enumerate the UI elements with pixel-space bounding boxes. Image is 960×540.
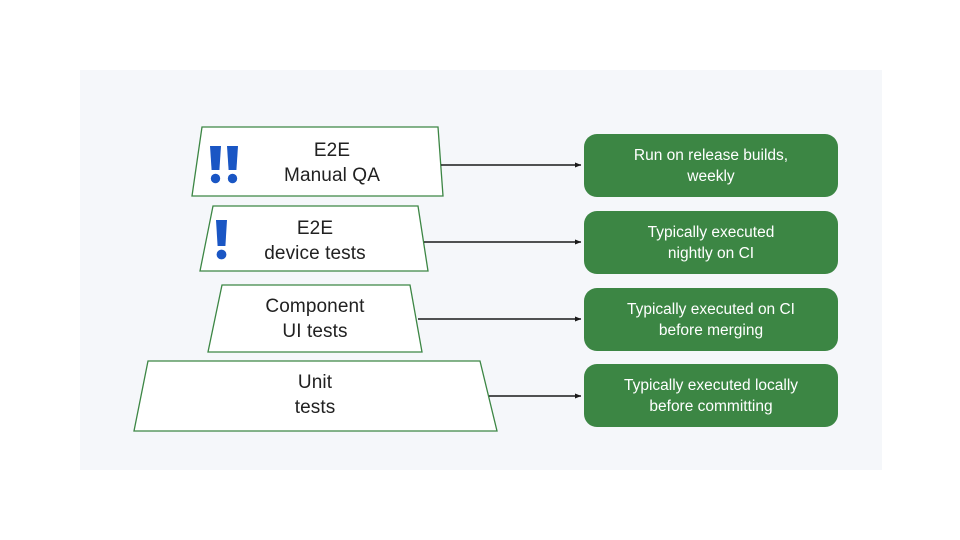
exclamation-icon <box>216 220 227 260</box>
callout-unit-tests[interactable]: Typically executed locally before commit… <box>584 364 838 427</box>
callout-component-ui-tests[interactable]: Typically executed on CI before merging <box>584 288 838 351</box>
label-line-1: E2E <box>313 140 351 161</box>
double-exclamation-icon <box>210 146 238 184</box>
callout-line-2: before merging <box>658 321 764 339</box>
label-e2e-manual-qa: E2E Manual QA <box>232 138 432 188</box>
callout-line-1: Typically executed on CI <box>626 300 795 318</box>
callout-line-2: nightly on CI <box>667 244 755 262</box>
label-line-1: Component <box>265 296 365 317</box>
label-component-ui-tests: Component UI tests <box>215 294 415 344</box>
trapezoid-component-ui-tests[interactable] <box>207 284 423 353</box>
callout-e2e-device-tests[interactable]: Typically executed nightly on CI <box>584 211 838 274</box>
callout-e2e-manual-qa[interactable]: Run on release builds, weekly <box>584 134 838 197</box>
label-line-2: device tests <box>264 243 366 264</box>
trapezoid-unit-tests[interactable] <box>133 360 498 432</box>
label-line-2: UI tests <box>282 321 348 342</box>
callout-line-1: Typically executed <box>647 223 775 241</box>
callout-line-1: Run on release builds, <box>633 146 789 164</box>
trapezoid-e2e-manual-qa[interactable] <box>191 126 444 197</box>
label-unit-tests: Unit tests <box>215 370 415 420</box>
callout-line-1: Typically executed locally <box>623 376 799 394</box>
label-line-2: Manual QA <box>284 165 380 186</box>
callout-line-2: before committing <box>649 397 773 415</box>
label-line-2: tests <box>294 397 336 418</box>
trapezoid-e2e-device-tests[interactable] <box>199 205 429 272</box>
label-line-1: E2E <box>296 218 334 239</box>
label-line-1: Unit <box>297 372 333 393</box>
label-e2e-device-tests: E2E device tests <box>215 216 415 266</box>
callout-line-2: weekly <box>687 167 735 185</box>
